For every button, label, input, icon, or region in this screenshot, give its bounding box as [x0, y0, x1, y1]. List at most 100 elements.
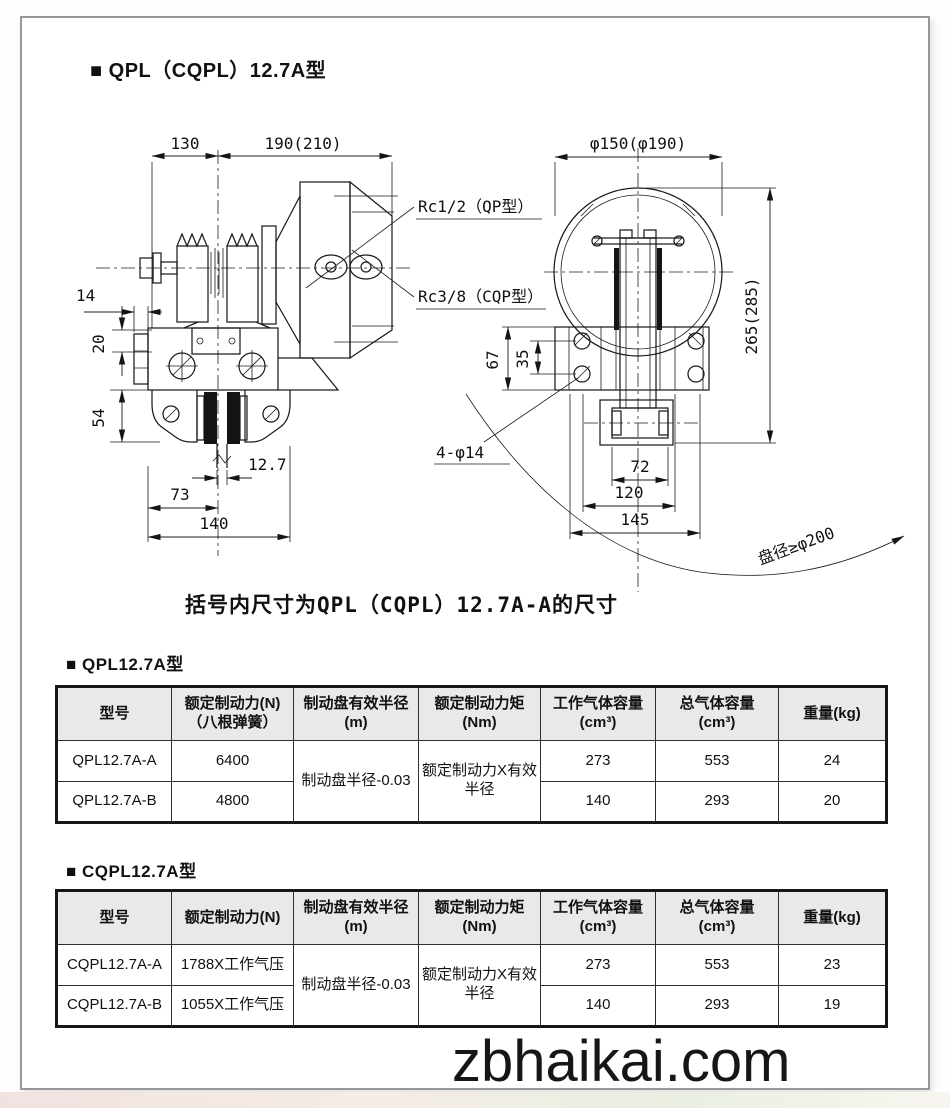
port-label-qp: Rc1/2（QP型）: [418, 197, 533, 216]
dim-54: 54: [89, 408, 108, 427]
brake-pad-right: [227, 392, 240, 444]
table-row: QPL12.7A-A 6400 制动盘半径-0.03 额定制动力X有效半径 27…: [56, 740, 887, 823]
header-line: (m): [344, 918, 368, 935]
chamber-circle: [553, 187, 723, 357]
cell-total-vol: 553: [655, 740, 779, 782]
cell-weight: 20: [778, 781, 887, 823]
header-work-vol: 工作气体容量(cm³): [540, 890, 656, 945]
header-work-vol: 工作气体容量(cm³): [540, 686, 656, 741]
cqpl-header-row: 型号 额定制动力(N) 制动盘有效半径(m) 额定制动力矩(Nm) 工作气体容量…: [56, 890, 887, 945]
header-torque: 额定制动力矩(Nm): [418, 686, 541, 741]
header-line: 型号: [99, 704, 130, 722]
header-radius: 制动盘有效半径(m): [293, 686, 419, 741]
dim-14: 14: [76, 286, 95, 305]
front-bracket: [554, 326, 710, 391]
dim-130: 130: [171, 134, 200, 153]
header-model: 型号: [56, 686, 172, 741]
section-title-qpl: ■ QPL12.7A型: [66, 655, 184, 674]
scan-edge: [0, 1092, 950, 1108]
header-model: 型号: [56, 890, 172, 945]
header-force: 额定制动力(N)（八根弹簧）: [171, 686, 294, 741]
dim-120: 120: [615, 483, 644, 502]
header-weight: 重量(kg): [778, 686, 887, 741]
dim-20: 20: [89, 334, 108, 353]
section-title-cqpl: ■ CQPL12.7A型: [66, 862, 197, 881]
qpl-header-row: 型号 额定制动力(N)（八根弹簧） 制动盘有效半径(m) 额定制动力矩(Nm) …: [56, 686, 887, 741]
header-line: (cm³): [698, 918, 736, 935]
header-line: (cm³): [698, 714, 736, 731]
header-radius: 制动盘有效半径(m): [293, 890, 419, 945]
table-row: QPL12.7A-B 4800 140 293 20: [56, 781, 887, 823]
caliper-and-pads: [151, 390, 291, 468]
hole-callout-4phi14: 4-φ14: [436, 443, 484, 462]
cell-force: 4800: [171, 781, 294, 823]
cell-total-vol: 293: [655, 781, 779, 823]
cell-weight: 23: [778, 944, 887, 986]
header-line: (Nm): [462, 918, 497, 935]
cell-work-vol: 140: [540, 985, 656, 1027]
cell-torque-merged: 额定制动力X有效半径: [418, 944, 541, 1027]
header-line: （八根弹簧）: [187, 714, 278, 731]
header-line: (cm³): [579, 918, 617, 935]
shaft-block: [584, 399, 702, 446]
watermark-text: zbhaikai.com: [452, 1029, 791, 1094]
header-torque: 额定制动力矩(Nm): [418, 890, 541, 945]
header-line: 工作气体容量: [552, 695, 643, 713]
cell-torque-merged: 额定制动力X有效半径: [418, 740, 541, 823]
cell-force: 1788X工作气压: [171, 944, 294, 986]
header-line: 重量(kg): [803, 908, 861, 926]
brake-pad-left: [204, 392, 217, 444]
cell-total-vol: 293: [655, 985, 779, 1027]
page-title: ■ QPL（CQPL）12.7A型: [90, 60, 327, 82]
dim-190-210: 190(210): [264, 134, 341, 153]
cell-force: 6400: [171, 740, 294, 782]
dim-145: 145: [621, 510, 650, 529]
port-label-cqp: Rc3/8（CQP型）: [418, 287, 543, 306]
dim-12-7: 12.7: [248, 455, 287, 474]
qpl-spec-table: 型号 额定制动力(N)（八根弹簧） 制动盘有效半径(m) 额定制动力矩(Nm) …: [55, 685, 888, 824]
header-line: 型号: [99, 908, 130, 926]
drawing-note: 括号内尺寸为QPL（CQPL）12.7A-A的尺寸: [185, 593, 619, 617]
header-line: (cm³): [579, 714, 617, 731]
cell-work-vol: 140: [540, 781, 656, 823]
header-line: 工作气体容量: [552, 899, 643, 917]
cqpl-spec-table: 型号 额定制动力(N) 制动盘有效半径(m) 额定制动力矩(Nm) 工作气体容量…: [55, 889, 888, 1028]
header-line: 总气体容量: [679, 695, 755, 713]
header-line: 额定制动力(N): [184, 695, 281, 713]
cell-force: 1055X工作气压: [171, 985, 294, 1027]
cell-model: CQPL12.7A-A: [56, 944, 172, 986]
header-line: 额定制动力(N): [184, 908, 281, 926]
dim-phi150: φ150(φ190): [590, 134, 686, 153]
header-line: 制动盘有效半径: [303, 899, 409, 917]
cell-radius-merged: 制动盘半径-0.03: [293, 740, 419, 823]
spring-packs: [176, 232, 259, 323]
side-view-drawing: 130 190(210): [76, 134, 546, 556]
header-line: 重量(kg): [803, 704, 861, 722]
header-weight: 重量(kg): [778, 890, 887, 945]
cell-work-vol: 273: [540, 740, 656, 782]
table-row: CQPL12.7A-B 1055X工作气压 140 293 19: [56, 985, 887, 1027]
cell-model: QPL12.7A-A: [56, 740, 172, 782]
header-total-vol: 总气体容量(cm³): [655, 686, 779, 741]
mounting-bracket: [133, 327, 279, 391]
disc-diameter-label: 盘径≥φ200: [755, 523, 837, 568]
cell-radius-merged: 制动盘半径-0.03: [293, 944, 419, 1027]
cell-weight: 19: [778, 985, 887, 1027]
header-line: (Nm): [462, 714, 497, 731]
cell-total-vol: 553: [655, 944, 779, 986]
table-row: CQPL12.7A-A 1788X工作气压 制动盘半径-0.03 额定制动力X有…: [56, 944, 887, 1027]
cell-weight: 24: [778, 740, 887, 782]
header-line: 额定制动力矩: [434, 695, 525, 713]
header-line: (m): [344, 714, 368, 731]
dim-67: 67: [483, 350, 502, 369]
disc-arc: [465, 393, 905, 576]
dim-35: 35: [513, 349, 532, 368]
header-force: 额定制动力(N): [171, 890, 294, 945]
dim-265-285: 265(285): [742, 277, 761, 354]
cell-work-vol: 273: [540, 944, 656, 986]
dim-73: 73: [170, 485, 189, 504]
dim-72: 72: [630, 457, 649, 476]
dim-140: 140: [200, 514, 229, 533]
header-line: 额定制动力矩: [434, 899, 525, 917]
